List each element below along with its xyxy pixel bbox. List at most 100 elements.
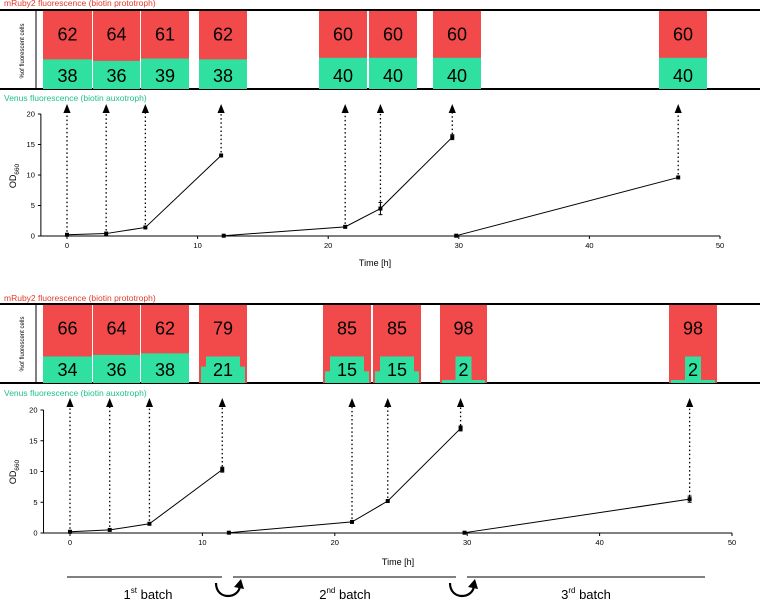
x-tick-label-top-2: 20 xyxy=(324,241,332,250)
od-line-top-1 xyxy=(223,136,453,237)
ylabel-bottom-main: OD xyxy=(8,470,18,484)
od-line-top-0 xyxy=(66,155,222,236)
sample-arrow-head-bottom-7 xyxy=(686,398,694,407)
mruby-percent-top-5: 60 xyxy=(383,25,403,45)
transfer-arrow-head-1 xyxy=(234,579,244,589)
x-tick-label-top-1: 10 xyxy=(193,241,201,250)
mruby-percent-bottom-3: 79 xyxy=(213,319,233,339)
venus-box-top-2 xyxy=(141,58,189,89)
xlabel-top: Time [h] xyxy=(359,258,391,268)
batch-3-word: batch xyxy=(575,587,610,602)
ylabel-bottom-sub: 660 xyxy=(14,459,21,470)
y-tick-label-bottom-2: 10 xyxy=(29,467,37,476)
mruby-percent-bottom-0: 66 xyxy=(57,319,77,339)
ylabel-bottom: OD660 xyxy=(8,459,21,484)
od-point-bottom-0-0 xyxy=(68,529,72,534)
batch-label-1: 1st batch xyxy=(124,586,173,602)
od-point-bottom-0-2 xyxy=(147,521,152,526)
x-tick-label-bottom-5: 50 xyxy=(728,538,736,547)
od-point-top-0-2 xyxy=(143,225,148,230)
venus-tab-bottom-5 xyxy=(380,356,414,383)
venus-box-bottom-1 xyxy=(93,354,140,383)
od-point-top-0-1 xyxy=(104,231,109,236)
venus-tab-bottom-3 xyxy=(206,356,240,383)
venus-box-top-4 xyxy=(319,57,367,89)
venus-percent-bottom-3: 21 xyxy=(213,360,233,380)
venus-box-bottom-0 xyxy=(43,356,92,383)
venus-percent-bottom-1: 36 xyxy=(106,360,126,380)
batch-1-num: 1 xyxy=(124,587,131,602)
ylabel-top: OD660 xyxy=(8,163,21,188)
venus-percent-top-4: 40 xyxy=(333,66,353,86)
x-tick-label-bottom-1: 10 xyxy=(198,538,206,547)
venus-tab-bottom-6 xyxy=(455,356,472,383)
transfer-arrow-1 xyxy=(214,582,242,598)
sample-arrow-head-bottom-1 xyxy=(106,398,114,407)
batch-3-sup: rd xyxy=(568,586,575,595)
x-tick-label-top-0: 0 xyxy=(65,241,69,250)
sample-arrow-head-top-0 xyxy=(63,104,71,113)
od-point-bottom-0-1 xyxy=(107,527,112,532)
batch-2-sup: nd xyxy=(326,586,335,595)
venus-box-top-1 xyxy=(93,60,140,89)
venus-percent-top-3: 38 xyxy=(213,66,233,86)
venus-percent-top-2: 39 xyxy=(155,66,175,86)
sample-arrow-head-top-3 xyxy=(217,104,225,113)
venus-percent-top-0: 38 xyxy=(57,66,77,86)
y-tick-label-top-2: 10 xyxy=(27,171,35,180)
x-tick-label-top-4: 40 xyxy=(585,241,593,250)
od-point-top-2-0 xyxy=(454,233,459,238)
venus-percent-top-1: 36 xyxy=(106,66,126,86)
sample-arrow-head-bottom-5 xyxy=(384,398,392,407)
venus-label-top: Venus fluorescence (biotin auxotroph) xyxy=(4,93,147,103)
od-point-bottom-1-0 xyxy=(226,530,231,535)
venus-box-top-0 xyxy=(43,59,92,89)
batch-2-word: batch xyxy=(335,587,370,602)
strip-ylabel-top: %of fluorescent cells xyxy=(20,23,26,78)
mruby-percent-top-3: 62 xyxy=(213,25,233,45)
x-tick-label-bottom-4: 40 xyxy=(595,538,603,547)
x-tick-label-bottom-2: 20 xyxy=(331,538,339,547)
venus-percent-bottom-5: 15 xyxy=(387,360,407,380)
sample-arrow-head-bottom-0 xyxy=(66,398,74,407)
x-tick-label-top-3: 30 xyxy=(455,241,463,250)
venus-tab-bottom-7 xyxy=(685,356,701,383)
venus-label-bottom: Venus fluorescence (biotin auxotroph) xyxy=(4,388,147,398)
venus-box-top-6 xyxy=(433,57,481,89)
od-point-top-0-0 xyxy=(65,232,69,237)
batch-label-2: 2nd batch xyxy=(319,586,371,602)
venus-percent-bottom-6: 2 xyxy=(458,360,468,380)
venus-percent-bottom-7: 2 xyxy=(688,360,698,380)
sample-arrow-head-top-6 xyxy=(448,104,456,113)
batch-2-num: 2 xyxy=(319,587,326,602)
sample-arrow-head-bottom-3 xyxy=(218,398,226,407)
figure-labels: mRuby2 fluorescence (biotin prototroph) … xyxy=(4,0,611,602)
sample-arrow-head-top-4 xyxy=(341,104,349,113)
sample-arrow-head-top-7 xyxy=(674,104,682,113)
ylabel-top-sub: 660 xyxy=(14,163,21,174)
od-line-bottom-0 xyxy=(69,469,223,533)
sample-arrow-head-bottom-2 xyxy=(145,398,154,407)
batch-label-3: 3rd batch xyxy=(561,586,611,602)
mruby-percent-top-7: 60 xyxy=(673,25,693,45)
mruby-percent-top-6: 60 xyxy=(447,25,467,45)
venus-percent-bottom-2: 38 xyxy=(155,360,175,380)
mruby-percent-bottom-7: 98 xyxy=(683,319,703,339)
od-point-bottom-2-0 xyxy=(462,530,467,535)
x-tick-label-bottom-0: 0 xyxy=(68,538,72,547)
y-tick-label-bottom-1: 5 xyxy=(33,498,37,507)
x-tick-label-top-5: 50 xyxy=(716,241,724,250)
od-line-bottom-1 xyxy=(228,428,461,534)
mruby-percent-bottom-1: 64 xyxy=(106,319,126,339)
od-point-top-1-1 xyxy=(343,224,348,229)
batch-1-sup: st xyxy=(131,586,138,595)
mruby-label-bottom: mRuby2 fluorescence (biotin prototroph) xyxy=(4,293,156,303)
strip-ylabel-bottom: %of fluorescent cells xyxy=(20,316,26,371)
y-tick-label-top-1: 5 xyxy=(31,201,35,210)
venus-percent-bottom-4: 15 xyxy=(337,360,357,380)
od-point-top-1-0 xyxy=(221,233,226,238)
y-tick-label-top-4: 20 xyxy=(27,110,35,119)
transfer-arrow-head-2 xyxy=(468,579,478,589)
